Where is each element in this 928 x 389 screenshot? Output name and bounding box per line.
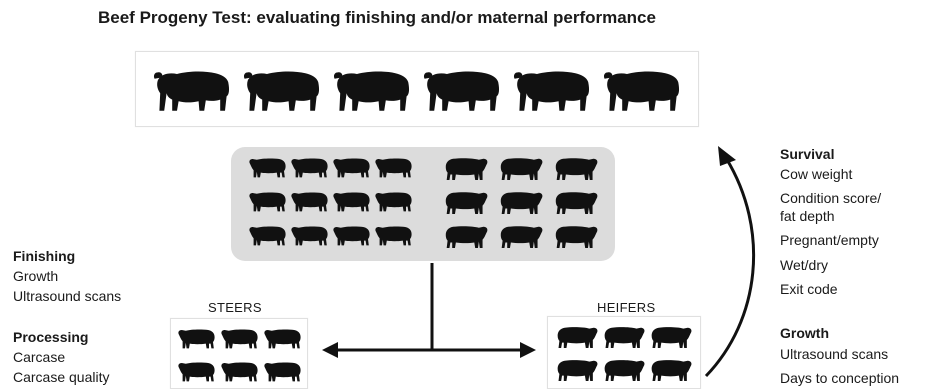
survival-item: fat depth — [780, 208, 835, 224]
finishing-heading: Finishing — [13, 248, 76, 264]
processing-item: Carcase — [13, 349, 66, 365]
survival-item: Cow weight — [780, 166, 853, 182]
steer-icon — [290, 153, 330, 181]
processing-item: Carcase quality — [13, 369, 110, 385]
heifer-icon — [649, 322, 693, 351]
heifer-icon — [553, 187, 599, 217]
diagram-title: Beef Progeny Test: evaluating finishing … — [98, 8, 656, 27]
growth-item: Ultrasound scans — [780, 346, 889, 362]
heifer-icon — [553, 221, 599, 251]
growth-item: Days to conception — [780, 370, 900, 386]
steer-icon — [248, 187, 288, 215]
finishing-item: Growth — [13, 268, 59, 284]
steer-icon — [332, 221, 372, 249]
heifer-icon — [555, 355, 599, 384]
heifer-icon — [498, 187, 544, 217]
steers-label: STEERS — [208, 300, 262, 315]
growth-heading: Growth — [780, 325, 829, 341]
heifer-icon — [498, 221, 544, 251]
steer-icon — [374, 187, 414, 215]
steer-icon — [332, 187, 372, 215]
steer-icon — [374, 221, 414, 249]
heifer-icon — [649, 355, 693, 384]
steer-icon — [332, 153, 372, 181]
steer-icon — [290, 221, 330, 249]
steer-icon — [177, 324, 217, 352]
heifer-icon — [443, 221, 489, 251]
steer-icon — [374, 153, 414, 181]
heifer-icon — [602, 322, 646, 351]
heifer-icon — [555, 322, 599, 351]
steer-icon — [220, 324, 260, 352]
processing-heading: Processing — [13, 329, 89, 345]
steer-icon — [248, 153, 288, 181]
heifer-icon — [443, 153, 489, 183]
survival-item: Condition score/ — [780, 190, 882, 206]
steer-icon — [177, 357, 217, 385]
finishing-item: Ultrasound scans — [13, 288, 122, 304]
survival-heading: Survival — [780, 146, 835, 162]
steer-icon — [220, 357, 260, 385]
steer-icon — [248, 221, 288, 249]
survival-item: Wet/dry — [780, 257, 828, 273]
heifer-icon — [443, 187, 489, 217]
survival-item: Pregnant/empty — [780, 232, 879, 248]
steer-icon — [263, 357, 303, 385]
survival-item: Exit code — [780, 281, 838, 297]
heifer-icon — [602, 355, 646, 384]
heifers-label: HEIFERS — [597, 300, 656, 315]
steer-icon — [263, 324, 303, 352]
steer-icon — [290, 187, 330, 215]
heifer-icon — [553, 153, 599, 183]
sires-box — [135, 51, 699, 127]
heifer-icon — [498, 153, 544, 183]
